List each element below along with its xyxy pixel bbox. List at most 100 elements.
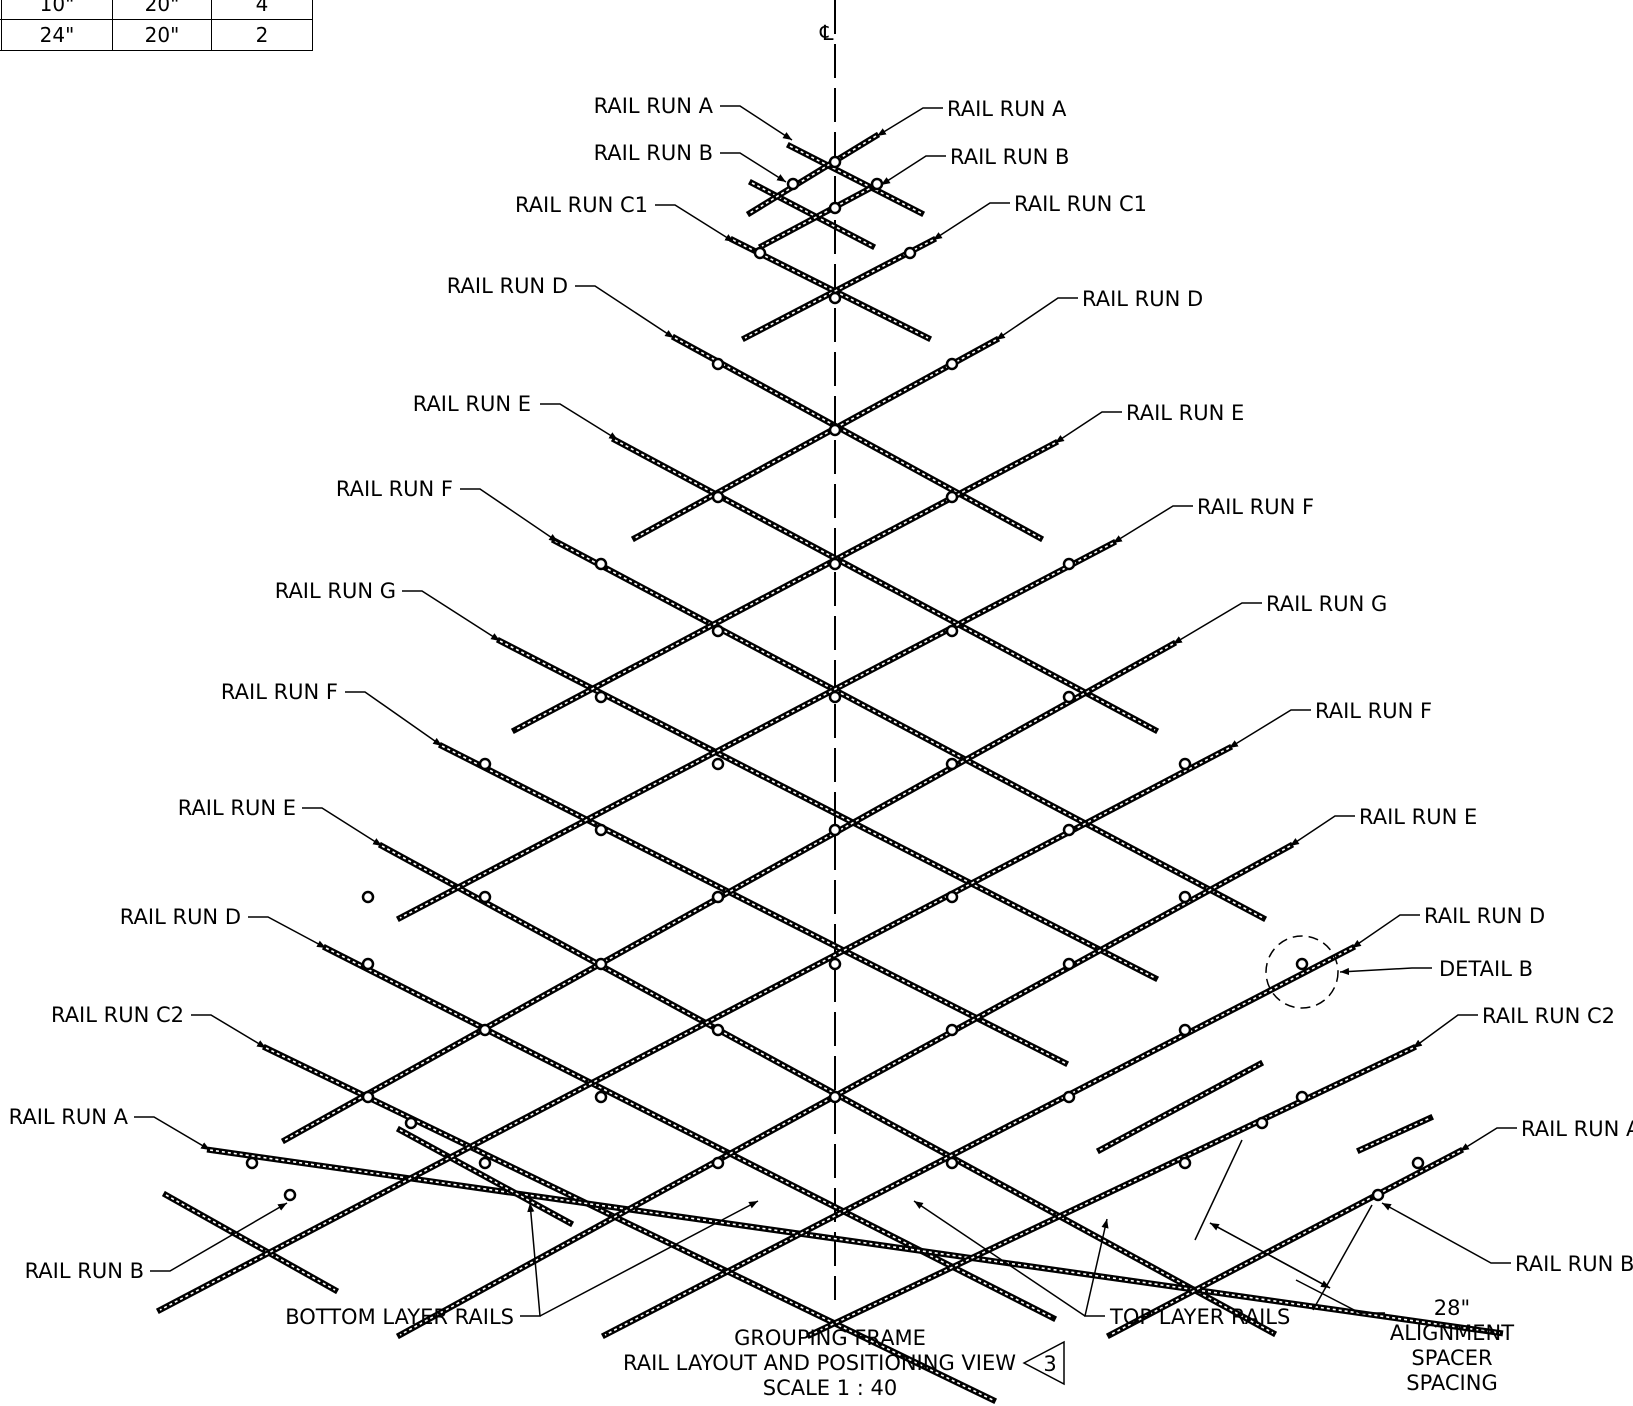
label-rail-run-e: RAIL RUN E xyxy=(1126,401,1244,425)
rail-crossing xyxy=(1411,1156,1425,1170)
rail-crossing xyxy=(711,757,725,771)
rail-crossing xyxy=(1178,757,1192,771)
rail-crossing xyxy=(711,490,725,504)
rail xyxy=(610,435,1160,735)
rail-crossing xyxy=(1062,823,1076,837)
rail-crossing xyxy=(1295,957,1309,971)
rail xyxy=(510,438,1060,735)
rail xyxy=(747,178,877,251)
rail xyxy=(395,538,1118,923)
leader-lines xyxy=(134,105,1517,1317)
table-cell: 24" xyxy=(1,19,113,51)
label-rail-run-f: RAIL RUN F xyxy=(336,477,453,501)
rail-crossing xyxy=(361,957,375,971)
rail-crossing xyxy=(828,557,842,571)
rail-crossing xyxy=(478,1156,492,1170)
rail-crossing xyxy=(903,246,917,260)
rail-crossing xyxy=(828,1090,842,1104)
label-rail-run-f: RAIL RUN F xyxy=(1315,699,1432,723)
rail-intersections xyxy=(245,155,1425,1202)
rail-crossing xyxy=(828,201,842,215)
scale-note: SCALE 1 : 40 xyxy=(763,1376,898,1400)
label-rail-run-c2: RAIL RUN C2 xyxy=(1482,1004,1615,1028)
table-row: 24" 20" 2 xyxy=(0,19,313,51)
rail-crossing xyxy=(1178,1023,1192,1037)
rail-crossing xyxy=(945,1156,959,1170)
rail-crossing xyxy=(828,291,842,305)
rail xyxy=(1095,1059,1265,1155)
spacing-note-line: SPACING xyxy=(1406,1371,1498,1395)
rail-crossing xyxy=(786,177,800,191)
rail-crossing xyxy=(828,423,842,437)
rail-crossing xyxy=(478,757,492,771)
rail xyxy=(437,741,1070,1068)
rail-crossing xyxy=(594,1090,608,1104)
rail-crossing xyxy=(1178,890,1192,904)
label-rail-run-d: RAIL RUN D xyxy=(1082,287,1203,311)
spec-table: 10" 20" 4 24" 20" 2 xyxy=(0,0,313,51)
rail-crossing xyxy=(828,690,842,704)
label-rail-run-b: RAIL RUN B xyxy=(594,141,713,165)
rail-crossing xyxy=(945,490,959,504)
label-rail-run-e: RAIL RUN E xyxy=(178,796,296,820)
rail-crossing xyxy=(478,890,492,904)
rail-crossing xyxy=(404,1116,418,1130)
rail-crossing xyxy=(711,357,725,371)
rail-crossing xyxy=(828,823,842,837)
rail-crossing xyxy=(711,624,725,638)
label-rail-run-d: RAIL RUN D xyxy=(1424,904,1545,928)
rail-crossing xyxy=(711,1023,725,1037)
rail-crossing xyxy=(283,1188,297,1202)
rail xyxy=(806,1044,1417,1339)
drawing-title: GROUPING FRAME xyxy=(734,1326,926,1350)
label-rail-run-f: RAIL RUN F xyxy=(1197,495,1314,519)
rail-crossing xyxy=(1062,557,1076,571)
label-bottom-layer-rails: BOTTOM LAYER RAILS xyxy=(285,1305,514,1329)
label-rail-run-a: RAIL RUN A xyxy=(1521,1117,1633,1141)
rail-crossing xyxy=(594,557,608,571)
rail-crossing xyxy=(711,1156,725,1170)
rail-crossing xyxy=(478,1023,492,1037)
rail-crossing xyxy=(753,246,767,260)
rail-crossing xyxy=(945,357,959,371)
rail-crossing xyxy=(245,1156,259,1170)
view-number: 3 xyxy=(1043,1352,1056,1376)
rail xyxy=(745,131,881,218)
table-cell: 20" xyxy=(112,19,212,51)
label-rail-run-g: RAIL RUN G xyxy=(275,579,396,603)
label-rail-run-c1: RAIL RUN C1 xyxy=(1014,192,1147,216)
table-cell: 2 xyxy=(211,19,313,51)
detail-b-circle xyxy=(1265,935,1339,1009)
rail-crossing xyxy=(361,1090,375,1104)
rail-crossing xyxy=(1062,957,1076,971)
rail-crossing xyxy=(828,957,842,971)
rail xyxy=(495,636,1160,983)
rail xyxy=(1356,1114,1434,1154)
rail-crossing xyxy=(594,957,608,971)
rail xyxy=(670,333,1045,543)
rail-crossing xyxy=(594,823,608,837)
label-rail-run-b: RAIL RUN B xyxy=(950,145,1069,169)
rail-crossing xyxy=(945,890,959,904)
label-rail-run-d: RAIL RUN D xyxy=(447,274,568,298)
rail xyxy=(206,1146,1504,1337)
label-rail-run-b: RAIL RUN B xyxy=(25,1259,144,1283)
rail-crossing xyxy=(945,757,959,771)
rail xyxy=(395,1125,575,1228)
rail-crossing xyxy=(711,890,725,904)
rail xyxy=(395,841,1295,1340)
label-rail-run-g: RAIL RUN G xyxy=(1266,592,1387,616)
rail xyxy=(161,1190,340,1295)
label-rail-run-c1: RAIL RUN C1 xyxy=(515,193,648,217)
rail-crossing xyxy=(828,155,842,169)
spacing-note-dimension: 28" xyxy=(1434,1296,1470,1320)
rail xyxy=(261,1043,998,1405)
rail xyxy=(740,235,938,343)
label-rail-run-a: RAIL RUN A xyxy=(594,94,714,118)
rail-crossing xyxy=(1062,1090,1076,1104)
centerline-symbol: ℄ xyxy=(819,21,834,45)
rail xyxy=(321,943,1058,1323)
label-rail-run-f: RAIL RUN F xyxy=(221,680,338,704)
view-title: RAIL LAYOUT AND POSITIONING VIEW xyxy=(623,1351,1016,1375)
